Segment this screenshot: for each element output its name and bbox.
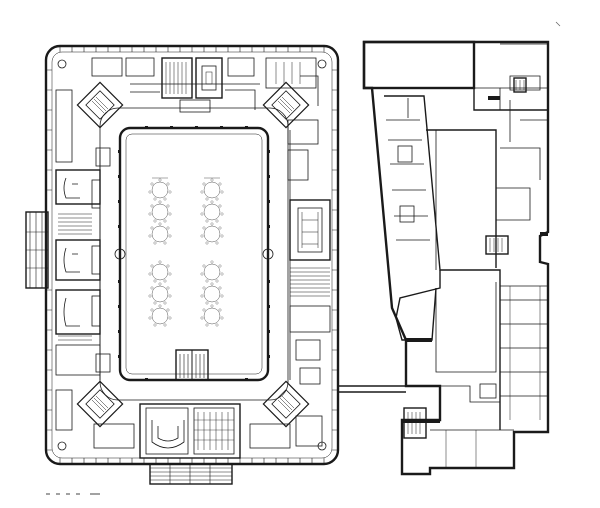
annex-building: [362, 40, 550, 476]
hall-tables: [148, 177, 224, 327]
annex-outline: [362, 40, 550, 476]
south-entrance: [149, 463, 233, 485]
east-rooms: [287, 119, 331, 385]
connecting-corridor: [338, 385, 406, 393]
main-building: [25, 44, 340, 485]
hall-columns: [118, 126, 270, 381]
west-entrance: [25, 211, 49, 289]
perimeter-mullions: [46, 46, 338, 464]
hall-staircase: [175, 349, 209, 381]
south-rooms: [93, 403, 323, 459]
sheet-mark: [555, 21, 561, 27]
central-hall: [118, 126, 270, 382]
west-rooms: [55, 89, 111, 431]
north-rooms: [91, 57, 319, 113]
